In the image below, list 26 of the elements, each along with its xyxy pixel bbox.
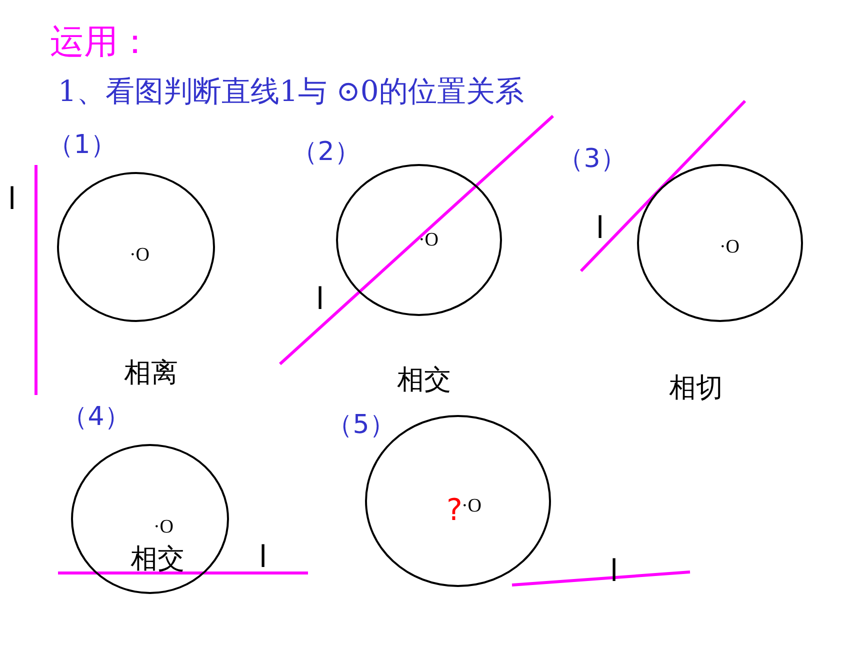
center-label: ·O — [461, 496, 482, 515]
line-label: l — [258, 543, 268, 573]
question-heading: 1、看图判断直线1与 ⊙0的位置关系 — [58, 76, 524, 108]
figure-number: （5） — [326, 412, 396, 438]
center-label: ·O — [418, 230, 439, 249]
title: 运用： — [50, 24, 152, 62]
figure-number: （2） — [292, 139, 360, 165]
line-label: l — [596, 214, 604, 244]
question-mark: ? — [446, 496, 462, 526]
center-label: ·O — [129, 245, 150, 264]
line-label: l — [316, 285, 324, 315]
center-label: ·O — [153, 517, 174, 536]
circle — [336, 164, 502, 316]
circle — [637, 164, 803, 322]
relation-label: 相交 — [397, 366, 451, 394]
relation-label: 相切 — [669, 374, 723, 402]
relation-label: 相交 — [130, 545, 184, 572]
center-label: ·O — [719, 237, 740, 256]
circle — [365, 415, 551, 587]
circle — [57, 172, 215, 322]
figure-number: （3） — [558, 146, 626, 172]
figure-number: （4） — [62, 404, 130, 430]
relation-label: 相离 — [124, 360, 178, 386]
figure-number: （1） — [48, 132, 116, 158]
circle — [71, 444, 229, 594]
line-label: l — [8, 185, 16, 215]
